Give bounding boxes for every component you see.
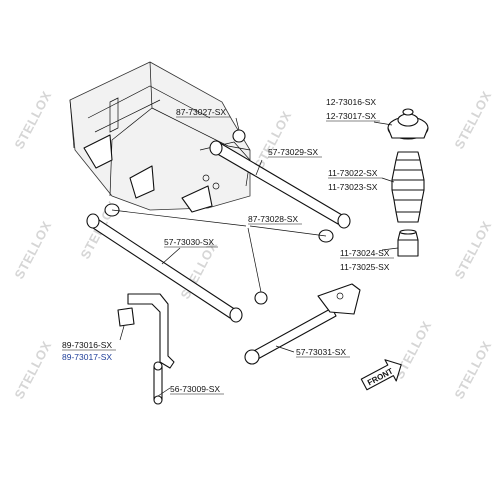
stabilizer-assembly [117, 293, 175, 405]
watermark-right-3: STELLOX [451, 338, 494, 401]
watermark-left-3: STELLOX [11, 338, 54, 401]
label-11-73025: 11-73025-SX [340, 262, 390, 272]
watermark-mid-3: STELLOX [251, 108, 294, 171]
part-labels: 87-73027-SX 57-73029-SX 12-73016-SX 12-7… [62, 97, 394, 395]
dust-boot [391, 151, 425, 223]
trailing-link [244, 283, 361, 365]
label-89-73016: 89-73016-SX [62, 340, 112, 350]
label-11-73023: 11-73023-SX [328, 182, 378, 192]
label-57-73031: 57-73031-SX [296, 347, 346, 357]
label-87-73027: 87-73027-SX [176, 107, 226, 117]
bump-stop [397, 229, 419, 257]
label-56-73009: 56-73009-SX [170, 384, 220, 394]
upper-control-arm [209, 129, 351, 229]
watermark-left-2: STELLOX [11, 218, 54, 281]
watermark-left-1: STELLOX [11, 88, 54, 151]
label-57-73029: 57-73029-SX [268, 147, 318, 157]
label-89-73017: 89-73017-SX [62, 352, 112, 362]
watermark-right-1: STELLOX [451, 88, 494, 151]
label-12-73017: 12-73017-SX [326, 111, 376, 121]
leader-lines [111, 117, 399, 397]
label-57-73030: 57-73030-SX [164, 237, 214, 247]
label-87-73028: 87-73028-SX [248, 214, 298, 224]
label-11-73022: 11-73022-SX [328, 168, 378, 178]
watermark-right-2: STELLOX [451, 218, 494, 281]
rear-subframe [69, 61, 251, 213]
strut-mount [387, 108, 429, 140]
label-11-73024: 11-73024-SX [340, 248, 390, 258]
label-12-73016: 12-73016-SX [326, 97, 376, 107]
